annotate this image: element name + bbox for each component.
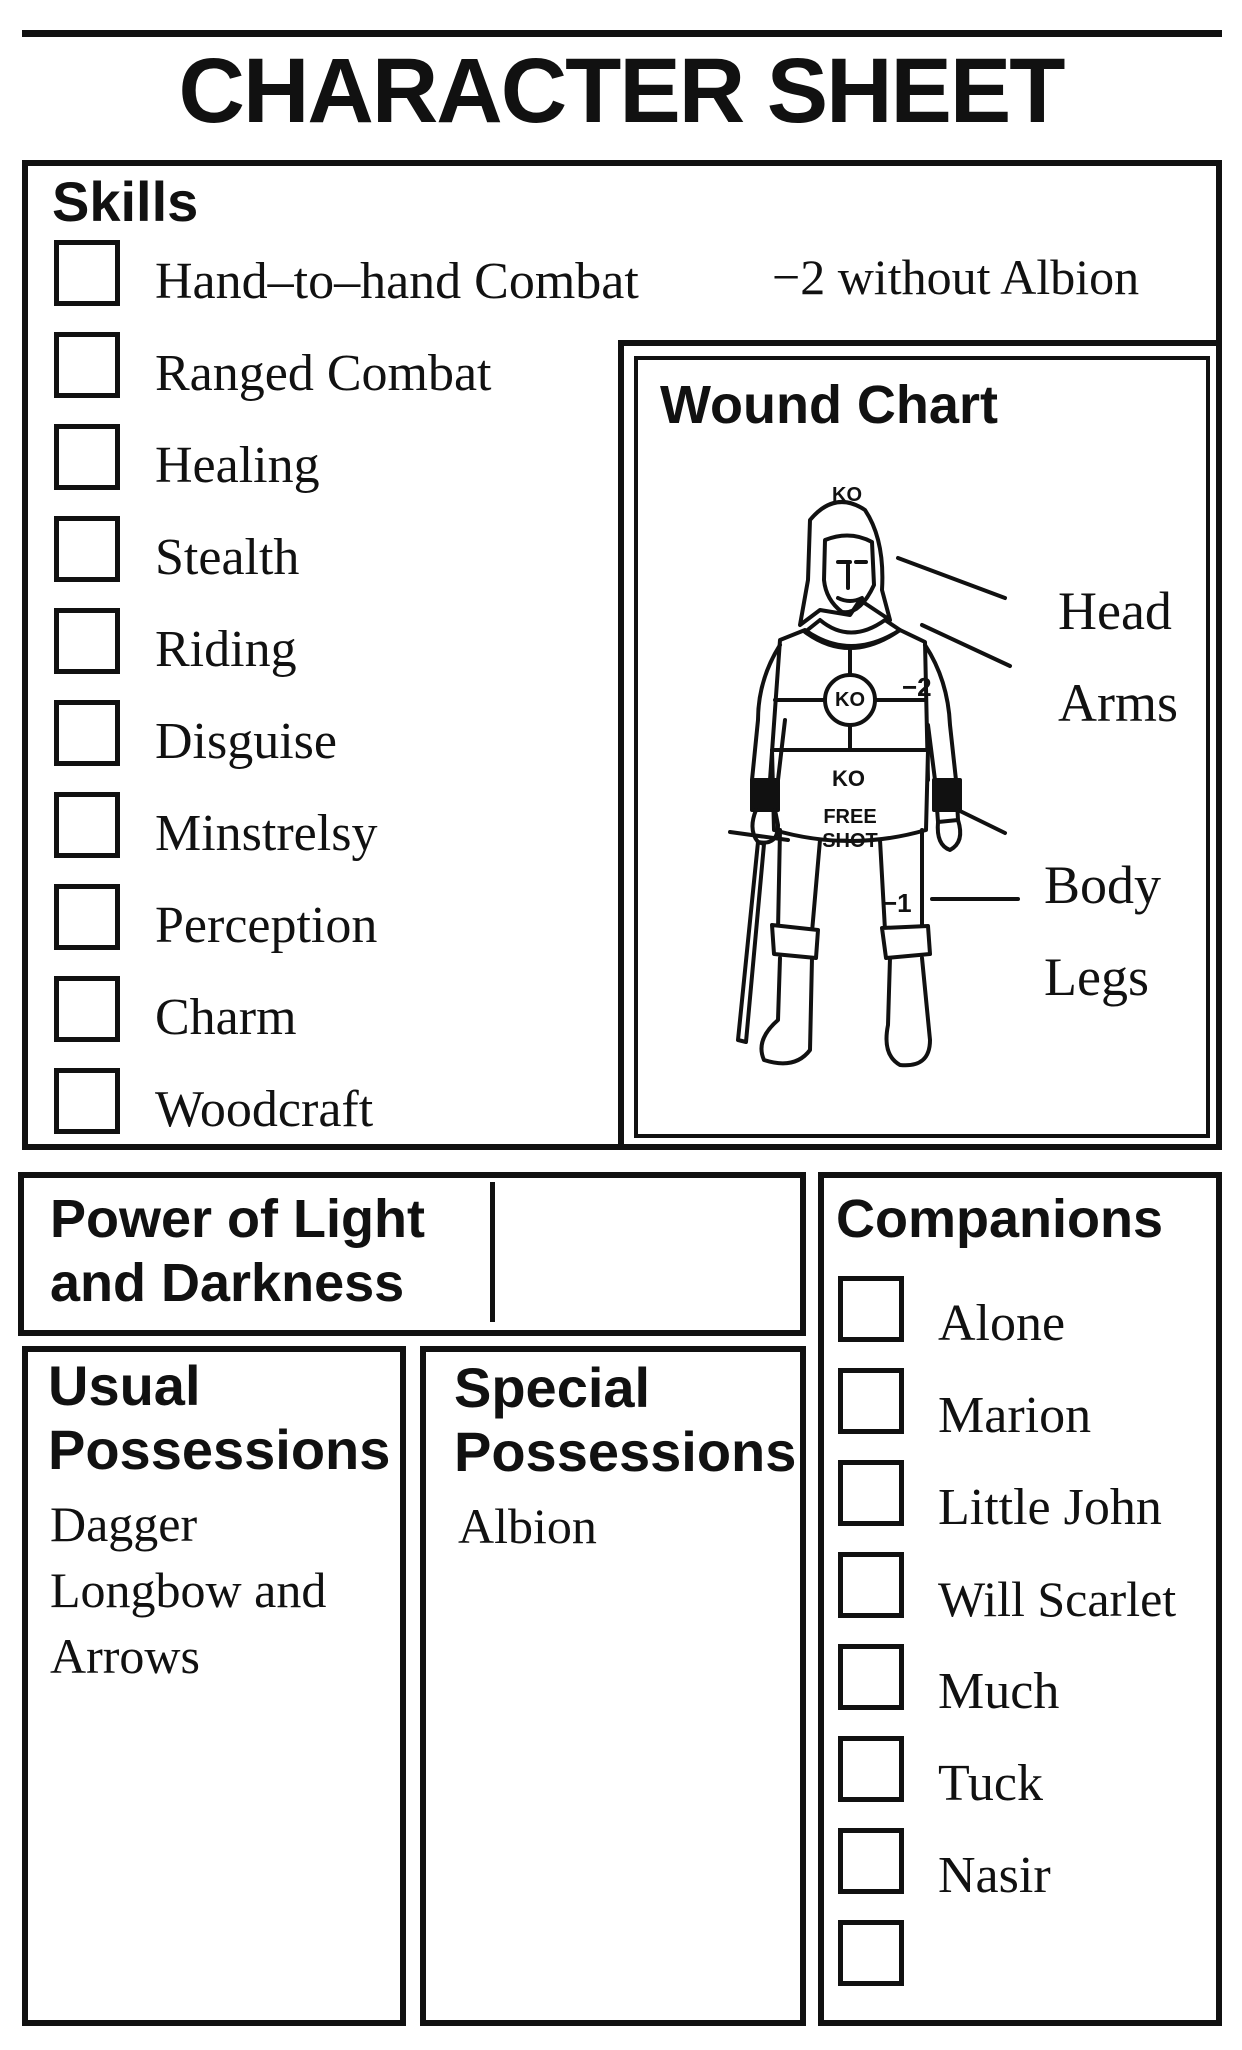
head-ko-marker: KO <box>832 484 862 506</box>
companions-heading: Companions <box>836 1189 1164 1249</box>
companion-label: Will Scarlet <box>938 1571 1177 1627</box>
skill-label: Stealth <box>155 529 300 586</box>
skill-checkbox[interactable] <box>54 516 120 582</box>
skill-checkbox[interactable] <box>54 884 120 950</box>
skill-checkbox[interactable] <box>54 700 120 766</box>
special-possession-item: Albion <box>458 1498 597 1554</box>
head-pointer <box>896 556 1007 600</box>
skill-label: Perception <box>155 897 378 954</box>
special-possessions-heading-line1: Special <box>454 1356 651 1419</box>
usual-possession-item: Arrows <box>50 1628 200 1684</box>
companion-checkbox[interactable] <box>838 1368 904 1434</box>
wound-label-legs: Legs <box>1044 947 1149 1007</box>
wound-chart-figure <box>728 500 1020 1068</box>
power-divider <box>490 1182 495 1322</box>
companion-checkbox[interactable] <box>838 1644 904 1710</box>
companion-checkbox[interactable] <box>838 1460 904 1526</box>
wound-label-head: Head <box>1058 581 1172 641</box>
power-heading-line2: and Darkness <box>50 1253 405 1313</box>
companion-label: Alone <box>938 1295 1066 1352</box>
skill-checkbox[interactable] <box>54 976 120 1042</box>
torso-shape <box>768 628 930 782</box>
companion-checkbox[interactable] <box>838 1920 904 1986</box>
skills-heading: Skills <box>52 170 199 233</box>
skill-label: Charm <box>155 989 297 1046</box>
free-shot-marker-1: FREE <box>823 806 877 828</box>
skill-checkbox[interactable] <box>54 1068 120 1134</box>
usual-possession-item: Longbow and <box>50 1562 327 1618</box>
skill-label: Disguise <box>155 713 337 770</box>
left-boot-shape <box>759 956 814 1066</box>
special-possessions-heading-line2: Possessions <box>454 1420 797 1483</box>
skill-label: Woodcraft <box>155 1081 374 1138</box>
page-title: CHARACTER SHEET <box>178 40 1066 142</box>
skill-checkbox[interactable] <box>54 608 120 674</box>
wound-label-arms: Arms <box>1058 673 1178 733</box>
companion-label: Little John <box>938 1479 1162 1536</box>
free-shot-marker-2: SHOT <box>822 830 878 852</box>
right-arm-shape <box>923 643 960 824</box>
power-panel <box>18 1172 806 1336</box>
power-value-field[interactable] <box>502 1184 794 1324</box>
skill-label: Minstrelsy <box>155 805 378 862</box>
skill-label: Hand–to–hand Combat <box>155 253 639 310</box>
belly-ko-marker: KO <box>832 766 865 791</box>
companion-checkbox[interactable] <box>838 1828 904 1894</box>
companion-checkbox[interactable] <box>838 1552 904 1618</box>
wound-chart-panel <box>618 340 1222 1150</box>
skill-label: Ranged Combat <box>155 345 492 402</box>
companion-label: Tuck <box>938 1755 1044 1812</box>
companion-checkbox[interactable] <box>838 1736 904 1802</box>
power-heading-line1: Power of Light <box>50 1189 425 1249</box>
arms-modifier: −2 <box>902 672 932 702</box>
sword-shape <box>736 840 766 1044</box>
companion-label: Nasir <box>938 1847 1051 1904</box>
skills-note: −2 without Albion <box>772 249 1140 305</box>
body-pointer <box>956 808 1007 835</box>
wound-label-body: Body <box>1044 855 1162 915</box>
skill-checkbox[interactable] <box>54 332 120 398</box>
wound-chart-inner-border <box>634 356 1210 1138</box>
special-possessions-panel <box>420 1346 806 2026</box>
usual-possessions-panel <box>22 1346 406 2026</box>
arms-pointer <box>920 623 1012 668</box>
usual-possessions-heading-line2: Possessions <box>48 1418 391 1481</box>
companion-checkbox[interactable] <box>838 1276 904 1342</box>
belly-shape <box>770 748 930 843</box>
skill-checkbox[interactable] <box>54 240 120 306</box>
skill-label: Riding <box>155 621 297 678</box>
top-rule <box>22 30 1222 37</box>
skill-checkbox[interactable] <box>54 792 120 858</box>
chest-ko-marker: KO <box>835 689 865 711</box>
skill-checkbox[interactable] <box>54 424 120 490</box>
companion-label: Much <box>938 1663 1060 1720</box>
usual-possessions-heading-line1: Usual <box>48 1354 201 1417</box>
usual-possession-item: Dagger <box>50 1496 198 1552</box>
wound-chart-heading: Wound Chart <box>660 375 998 435</box>
face-shape <box>822 533 876 615</box>
legs-modifier: −1 <box>882 888 912 918</box>
right-boot-shape <box>884 956 932 1068</box>
skill-label: Healing <box>155 437 320 494</box>
collar-shape <box>803 618 902 650</box>
companion-label: Marion <box>938 1387 1092 1444</box>
